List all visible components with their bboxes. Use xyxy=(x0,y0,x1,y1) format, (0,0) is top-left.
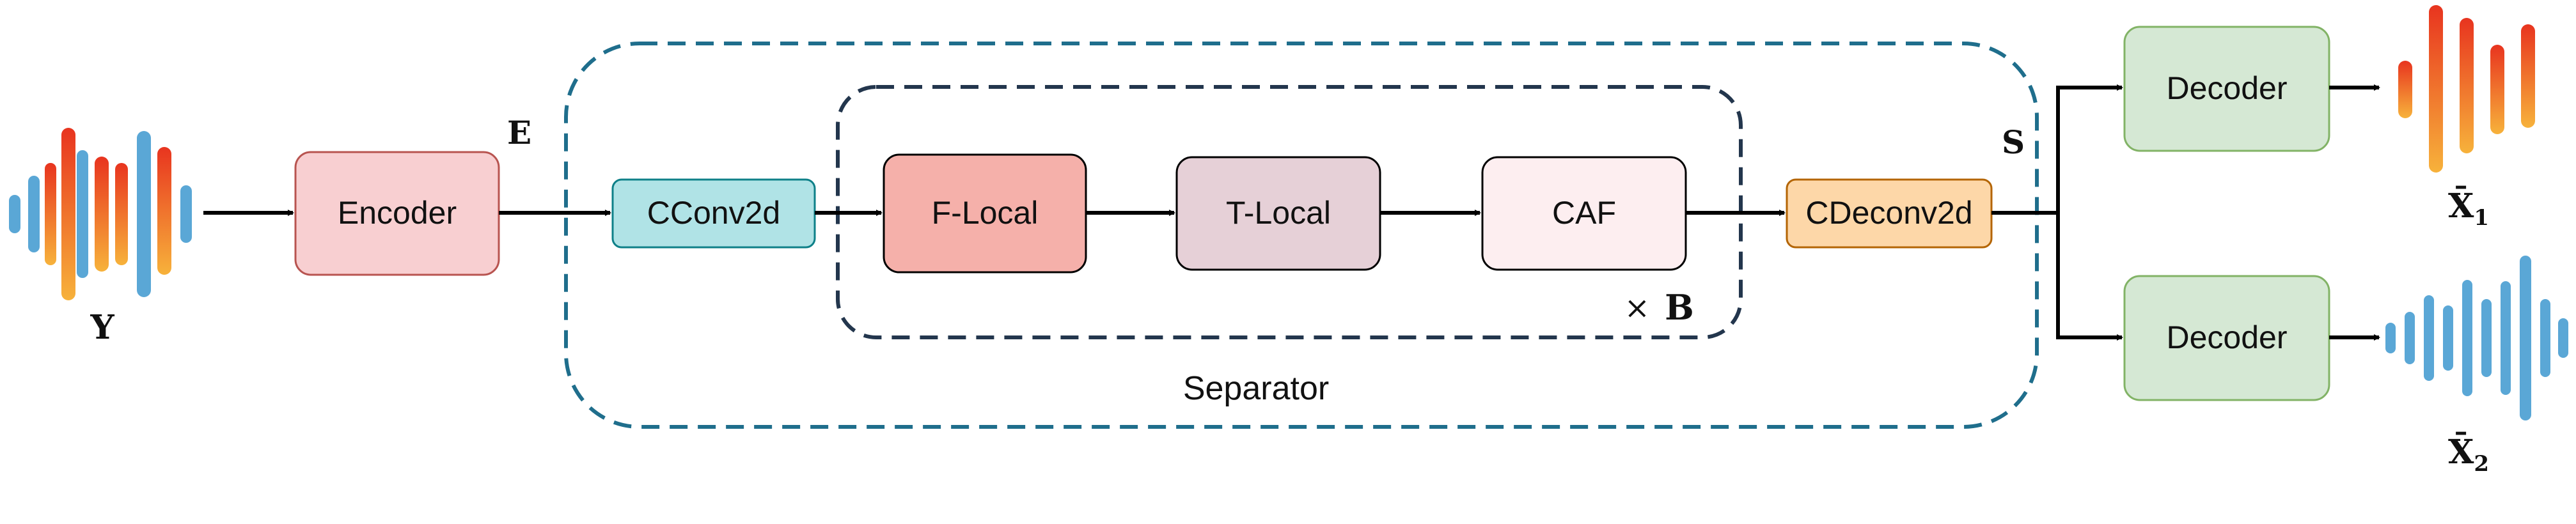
decoder-block-2: Decoder xyxy=(2123,275,2330,401)
input-waveform-icon xyxy=(9,128,192,300)
caf-label: CAF xyxy=(1552,195,1616,231)
cconv-label: CConv2d xyxy=(647,195,780,231)
wave-bar xyxy=(61,128,75,300)
wave-bar xyxy=(2398,61,2412,118)
branch-connector xyxy=(1991,84,2123,341)
repeat-count-symbol: B xyxy=(1665,287,1694,328)
output-waveform-2-icon xyxy=(2385,256,2568,420)
separator-output-symbol: S xyxy=(2002,123,2025,161)
caf-block: CAF xyxy=(1481,156,1687,271)
wave-bar xyxy=(2558,318,2568,358)
wave-bar xyxy=(28,176,40,252)
separator-label: Separator xyxy=(1183,370,1329,407)
wave-bar xyxy=(115,163,128,265)
t-local-block: T-Local xyxy=(1175,156,1381,271)
decoder-block-1: Decoder xyxy=(2123,26,2330,152)
encoder-block: Encoder xyxy=(294,151,500,276)
cdeconv-block: CDeconv2d xyxy=(1786,178,1993,249)
wave-bar xyxy=(2481,299,2492,377)
output-1-subscript: 1 xyxy=(2474,205,2489,231)
wave-bar xyxy=(180,185,192,243)
wave-bar xyxy=(2490,45,2504,134)
cdeconv-label: CDeconv2d xyxy=(1805,195,1972,231)
wave-bar xyxy=(2540,299,2550,377)
wave-bar xyxy=(2424,295,2434,381)
cconv-block: CConv2d xyxy=(611,178,816,249)
wave-bar xyxy=(137,131,151,297)
wave-bar xyxy=(2462,280,2472,396)
output-2-subscript: 2 xyxy=(2474,451,2489,477)
wave-bar xyxy=(2501,281,2511,395)
decoder-1-label: Decoder xyxy=(2167,70,2288,106)
wave-bar xyxy=(2385,323,2396,353)
wave-bar xyxy=(157,147,171,275)
output-waveform-1-icon xyxy=(2398,5,2535,173)
wave-bar xyxy=(95,157,109,272)
wave-bar xyxy=(2405,312,2415,364)
wave-bar xyxy=(2521,24,2535,128)
wave-bar xyxy=(45,163,56,265)
repeat-times-sign: × xyxy=(1624,290,1650,326)
separator-boundary xyxy=(564,42,2039,429)
output-1-symbol-main: X̄ xyxy=(2448,186,2474,226)
encoder-label: Encoder xyxy=(338,195,457,231)
output-2-symbol-main: X̄ xyxy=(2448,432,2474,472)
input-symbol: Y xyxy=(90,308,114,347)
output-2-symbol: X̄2 xyxy=(2448,432,2489,477)
wave-bar xyxy=(2520,256,2531,420)
output-1-symbol: X̄1 xyxy=(2448,186,2489,231)
f-local-label: F-Local xyxy=(932,195,1039,231)
wave-bar xyxy=(2429,5,2443,173)
t-local-label: T-Local xyxy=(1226,195,1331,231)
wave-bar xyxy=(77,150,88,278)
wave-bar xyxy=(2443,305,2453,371)
encoder-output-symbol: E xyxy=(507,114,531,151)
f-local-block: F-Local xyxy=(883,153,1087,274)
decoder-2-label: Decoder xyxy=(2167,320,2288,355)
wave-bar xyxy=(2460,18,2474,153)
wave-bar xyxy=(9,195,20,233)
